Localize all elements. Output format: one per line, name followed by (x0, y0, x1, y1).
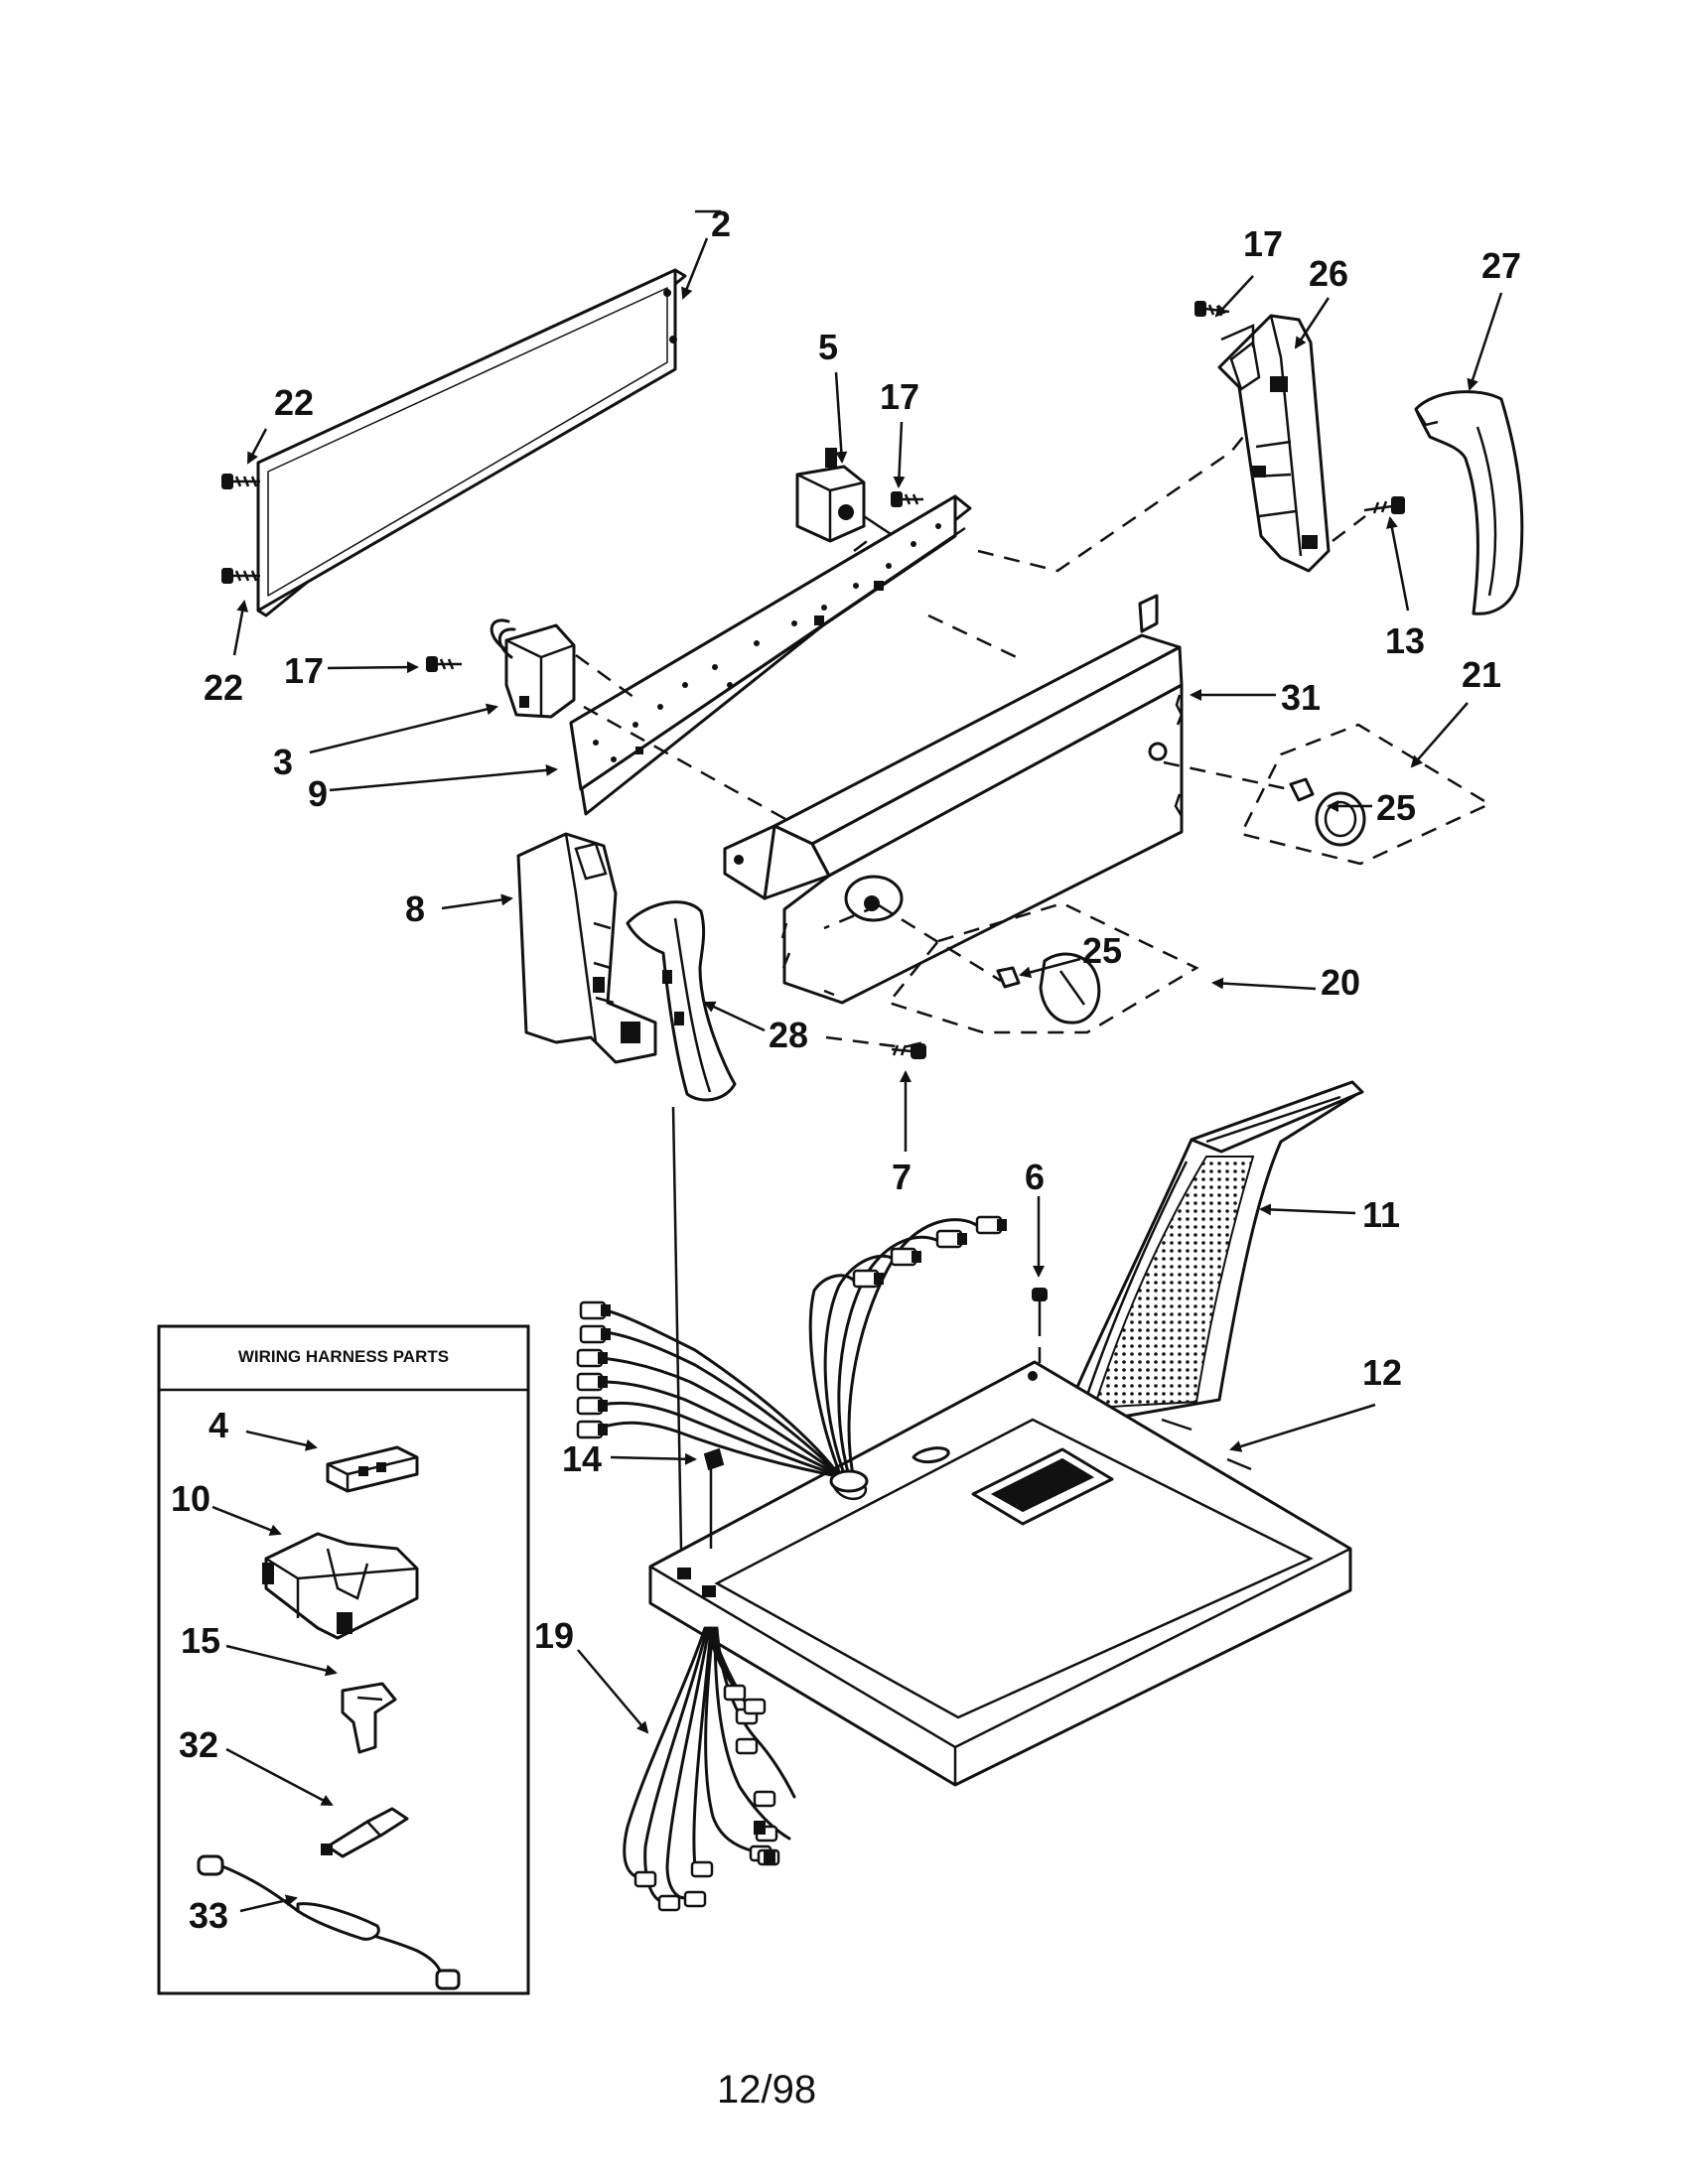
screw-13 (1363, 496, 1405, 514)
callout-19: 19 (534, 1615, 574, 1656)
part-4-connector (326, 1445, 419, 1493)
leader-arrows (211, 209, 1503, 1913)
callout-8: 8 (405, 888, 425, 929)
callout-22-lower: 22 (204, 667, 243, 708)
screw-17-center (891, 491, 923, 507)
callout-11: 11 (1362, 1194, 1400, 1235)
callout-9: 9 (308, 773, 328, 814)
screw-17-left (426, 656, 462, 672)
callout-numbers: 2 22 22 17 3 9 5 17 17 26 27 13 31 21 25… (171, 204, 1521, 1936)
part-10-connector (262, 1532, 419, 1640)
callout-6: 6 (1025, 1157, 1045, 1197)
part-31-console (723, 594, 1184, 1005)
screw-22-upper (221, 474, 260, 489)
wiring-harness-inset: WIRING HARNESS PARTS (157, 1324, 530, 1995)
callout-26: 26 (1309, 253, 1348, 294)
callout-17-center: 17 (880, 376, 919, 417)
callout-17-left: 17 (284, 650, 324, 691)
footer-code: 12/98 (717, 2068, 816, 2112)
part-9-bracket (569, 494, 972, 816)
part-26-end-cap (1217, 314, 1331, 573)
callout-17-right: 17 (1243, 223, 1283, 264)
callout-25-lower: 25 (1082, 930, 1122, 971)
callout-20: 20 (1321, 962, 1360, 1003)
callout-13: 13 (1385, 620, 1425, 661)
callout-31: 31 (1281, 677, 1321, 718)
part-33-wire-lead (197, 1854, 461, 1990)
callout-2: 2 (711, 204, 731, 244)
part-5-control (795, 448, 897, 558)
callout-7: 7 (892, 1157, 912, 1197)
part-19-lower-harness (623, 1626, 796, 1912)
part-12-top (648, 1360, 1352, 1787)
callout-15: 15 (181, 1620, 220, 1661)
callout-4: 4 (209, 1405, 228, 1445)
callout-12: 12 (1362, 1352, 1402, 1393)
callout-25-upper: 25 (1376, 787, 1416, 828)
callout-27: 27 (1481, 245, 1521, 286)
upper-wiring-harness (576, 1215, 1007, 1493)
callout-22-upper: 22 (274, 382, 314, 423)
callout-3: 3 (273, 742, 293, 782)
screw-22-lower (221, 568, 260, 584)
part-20-knob-assembly (886, 901, 1199, 1034)
part-3-switch (490, 618, 576, 719)
callout-33: 33 (189, 1895, 228, 1936)
alignment-line-28 (671, 1106, 683, 1550)
callout-32: 32 (179, 1724, 218, 1765)
part-32-terminal (321, 1807, 409, 1858)
part-11-lint-screen (1058, 1080, 1364, 1430)
inset-title: WIRING HARNESS PARTS (238, 1347, 449, 1366)
part-8-end-cap (516, 832, 657, 1064)
callout-10: 10 (171, 1478, 210, 1519)
callout-14: 14 (562, 1438, 602, 1479)
callout-5: 5 (818, 327, 838, 367)
screw-6 (1032, 1288, 1048, 1320)
callout-21: 21 (1462, 654, 1501, 695)
callout-28: 28 (769, 1015, 808, 1055)
part-14-clip (703, 1447, 725, 1549)
part-15-clip (341, 1682, 397, 1754)
part-2-back-panel (256, 268, 687, 617)
part-21-knob-assembly (1239, 723, 1492, 866)
alignment-lines (575, 436, 1366, 1469)
part-27-end-trim (1414, 390, 1524, 615)
screw-7 (891, 1043, 926, 1059)
part-28-end-trim (626, 900, 737, 1102)
